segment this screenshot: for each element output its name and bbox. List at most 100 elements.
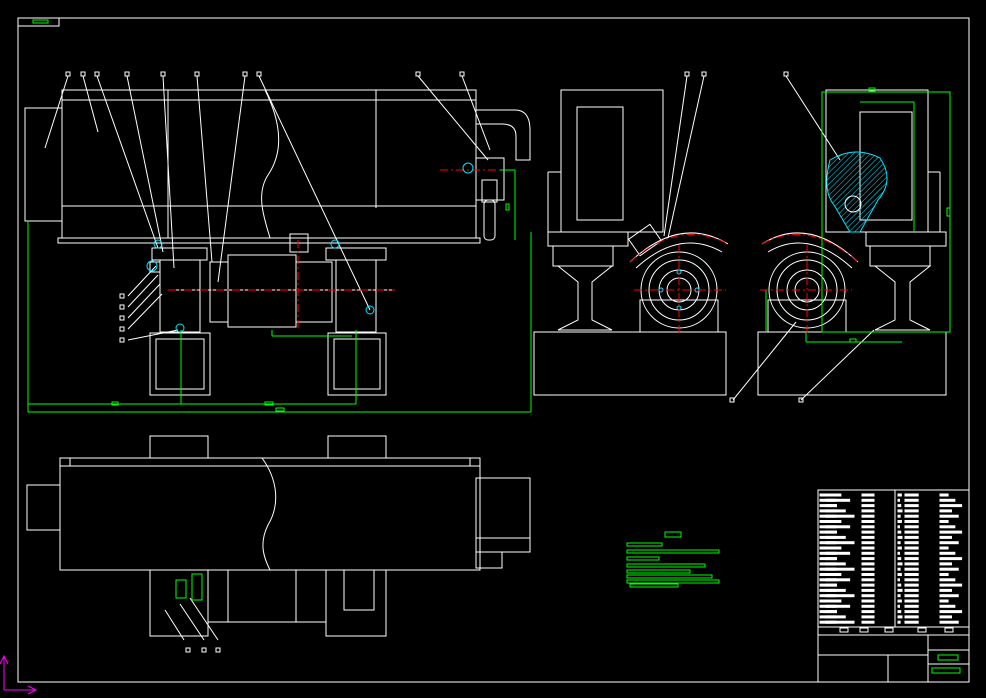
parts-list-row (825, 546, 842, 550)
parts-list-row (861, 535, 875, 539)
parts-list-row (861, 493, 875, 497)
plan-view (26, 435, 531, 653)
parts-list-row (861, 525, 875, 529)
parts-list-row (939, 599, 949, 603)
parts-list-row (939, 541, 959, 545)
parts-list-row (939, 504, 963, 508)
parts-list-row (904, 578, 919, 582)
parts-list-row (904, 573, 919, 576)
parts-list-row (897, 546, 902, 550)
parts-list-row (897, 541, 901, 545)
parts-list-row (939, 557, 963, 561)
parts-list-row (904, 599, 919, 603)
parts-list-row (904, 541, 919, 545)
break-line-plan (261, 457, 277, 571)
parts-list-row (825, 520, 842, 523)
parts-list-row (897, 557, 902, 561)
parts-list-row (897, 588, 903, 592)
parts-list-row (825, 594, 855, 598)
plan-view-dims (175, 573, 203, 601)
parts-list-row (897, 583, 902, 587)
parts-list-row (939, 498, 956, 502)
parts-list-row (861, 620, 875, 624)
parts-list-row (897, 615, 903, 619)
parts-list-row (861, 509, 875, 513)
parts-list-row (825, 588, 846, 592)
side-view-right-dimensions (765, 87, 951, 343)
parts-list-row (897, 504, 902, 508)
parts-list-row (939, 509, 952, 513)
drum-body (61, 89, 477, 239)
front-elevation-centerlines (168, 169, 500, 330)
side-view-right-centerlines (760, 233, 859, 335)
parts-list-row (897, 594, 901, 598)
parts-list-row (897, 535, 903, 539)
parts-list-row (904, 583, 919, 587)
foundation-left (533, 331, 727, 396)
parts-list-row (939, 520, 949, 523)
parts-list-row (939, 604, 956, 608)
parts-list-row (825, 620, 855, 624)
parts-list-row (897, 610, 902, 614)
parts-list-row (904, 514, 919, 518)
parts-list-row (861, 541, 875, 545)
parts-list-row (904, 535, 919, 539)
parts-list-row (861, 514, 875, 518)
parts-list-row (861, 599, 875, 603)
parts-list-row (897, 525, 900, 529)
parts-list-row (939, 525, 956, 529)
parts-list-row (897, 567, 901, 571)
parts-list-row (861, 578, 875, 582)
parts-list-row (861, 583, 875, 587)
parts-list-row (939, 535, 952, 539)
parts-list-row (897, 573, 902, 576)
leader-lines (44, 75, 491, 341)
balloon-tags (65, 71, 465, 343)
parts-list-row (825, 525, 851, 529)
parts-list-row (904, 594, 919, 598)
parts-list-row (861, 557, 875, 561)
parts-list-row (825, 567, 855, 571)
parts-list-row (939, 594, 959, 598)
parts-list-row (904, 557, 919, 561)
parts-list-row (861, 604, 875, 608)
parts-list-row (904, 551, 919, 555)
ucs-axis-icon (0, 654, 38, 695)
parts-list-row (861, 551, 875, 555)
parts-list-row (825, 541, 855, 545)
parts-list-row (861, 546, 875, 550)
parts-list-row (897, 509, 903, 513)
parts-list-row (861, 573, 875, 576)
parts-list-row (897, 493, 902, 497)
parts-list-row (825, 583, 837, 587)
parts-list-row (939, 514, 959, 518)
parts-list-row (904, 530, 919, 534)
parts-list-row (861, 520, 875, 523)
parts-list-row (861, 594, 875, 598)
parts-list-row (904, 493, 919, 497)
parts-list-row (897, 530, 902, 534)
parts-list-row (897, 604, 900, 608)
parts-list-row (904, 504, 919, 508)
drum-plan (59, 457, 481, 571)
parts-list-row (939, 588, 952, 592)
parts-list-row (825, 509, 846, 513)
parts-list-row (825, 551, 851, 555)
parts-list-row (939, 567, 959, 571)
parts-list-row (939, 615, 952, 619)
front-elevation-view (24, 71, 531, 396)
technical-notes-block (626, 531, 720, 588)
side-view-left (533, 71, 729, 396)
break-line (261, 89, 280, 239)
parts-list-row (825, 498, 851, 502)
parts-list-row (861, 498, 875, 502)
foundation-right (757, 331, 947, 396)
parts-list-row (825, 599, 842, 603)
parts-list-row (939, 546, 949, 550)
parts-list-row (825, 610, 837, 614)
parts-list-row (939, 493, 949, 497)
parts-list-row (825, 615, 846, 619)
parts-list-row (825, 557, 837, 561)
parts-list-row (904, 620, 919, 624)
